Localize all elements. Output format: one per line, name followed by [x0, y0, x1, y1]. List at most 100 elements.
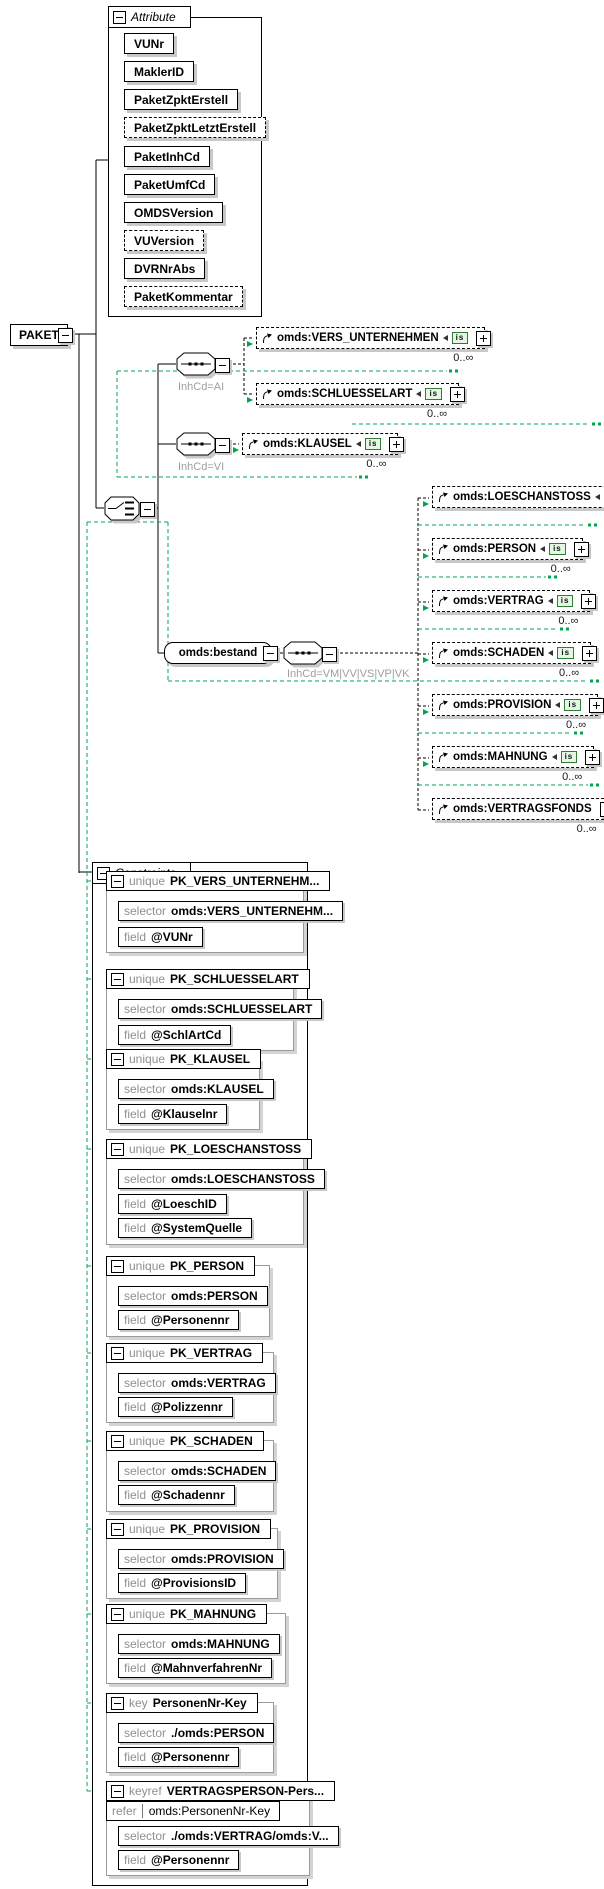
sequence-icon[interactable]	[176, 432, 216, 456]
collapse-icon[interactable]	[111, 1696, 124, 1710]
collapse-icon[interactable]	[111, 972, 124, 986]
collapse-icon[interactable]	[111, 1346, 124, 1360]
sequence-icon[interactable]	[176, 352, 216, 376]
attribute-MaklerID[interactable]: MaklerID	[124, 61, 195, 82]
expand-icon[interactable]	[582, 646, 598, 661]
occurrence-label: 0..∞	[366, 458, 387, 470]
attribute-DVRNrAbs[interactable]: DVRNrAbs	[124, 258, 206, 279]
constraint-field-row[interactable]: field@Personennr	[118, 1747, 240, 1767]
expand-icon[interactable]	[599, 802, 604, 817]
constraint-field-row[interactable]: field@Polizzennr	[118, 1397, 233, 1417]
collapse-icon[interactable]	[140, 502, 155, 517]
element-bestand[interactable]: omds:bestand	[164, 642, 278, 664]
constraint-field-row[interactable]: field@MahnverfahrenNr	[118, 1658, 273, 1678]
row-keyword: field	[124, 1853, 147, 1867]
attribute-OMDSVersion[interactable]: OMDSVersion	[124, 202, 224, 223]
expand-icon[interactable]	[573, 542, 589, 557]
attribute-PaketKommentar[interactable]: PaketKommentar	[124, 286, 243, 307]
substitution-arrow-icon	[423, 553, 429, 559]
constraint-selector-row[interactable]: selector./omds:VERTRAG/omds:V...	[118, 1826, 339, 1846]
reference-arrow-icon	[249, 439, 258, 450]
collapse-icon[interactable]	[215, 358, 230, 373]
is-badge: is	[425, 388, 443, 400]
constraint-field-row[interactable]: field @Personennr	[118, 1850, 240, 1870]
constraint-field-row[interactable]: field@Schadennr	[118, 1485, 235, 1505]
attribute-PaketInhCd[interactable]: PaketInhCd	[124, 146, 211, 167]
occurrence-label: 0..∞	[427, 408, 448, 420]
constraint-field-row[interactable]: field@Personennr	[118, 1310, 240, 1330]
collapse-icon[interactable]	[111, 1607, 124, 1621]
root-element-paket[interactable]: PAKET	[10, 324, 68, 346]
attribute-PaketZpktErstell[interactable]: PaketZpktErstell	[124, 89, 239, 110]
expand-icon[interactable]	[581, 594, 597, 609]
expand-icon[interactable]	[450, 387, 466, 402]
choice-icon[interactable]	[104, 496, 140, 521]
constraint-name: PK_VERS_UNTERNEHM...	[170, 874, 320, 888]
attribute-PaketUmfCd[interactable]: PaketUmfCd	[124, 174, 216, 195]
constraint-field-row[interactable]: field@SchlArtCd	[118, 1025, 232, 1045]
constraint-field-row[interactable]: field@Klauselnr	[118, 1104, 228, 1124]
collapse-icon[interactable]	[111, 1434, 124, 1448]
collapse-icon[interactable]	[111, 1142, 124, 1156]
collapse-icon[interactable]	[322, 647, 337, 662]
expand-icon[interactable]	[585, 750, 601, 765]
element-ref-vertragsfonds[interactable]: omds:VERTRAGSFONDS 0..∞	[432, 798, 604, 835]
row-value: omds:PROVISION	[171, 1552, 274, 1566]
collapse-icon[interactable]	[111, 874, 124, 888]
collapse-icon[interactable]	[111, 1052, 124, 1066]
element-ref-loeschanstoss[interactable]: omds:LOESCHANSTOSSis 0..∞	[432, 486, 604, 523]
expand-icon[interactable]	[389, 437, 405, 452]
row-value: @Personennr	[151, 1853, 230, 1867]
collapse-icon[interactable]	[111, 1259, 124, 1273]
collapse-icon[interactable]	[111, 1784, 124, 1798]
attribute-PaketZpktLetztErstell[interactable]: PaketZpktLetztErstell	[124, 117, 267, 138]
constraint-selector-row[interactable]: selector./omds:PERSON	[118, 1723, 275, 1743]
constraint-field-row[interactable]: field@VUNr	[118, 927, 203, 947]
attribute-panel-tab[interactable]: Attribute	[108, 6, 191, 28]
sequence-icon[interactable]	[283, 641, 323, 665]
attribute-VUNr[interactable]: VUNr	[124, 33, 175, 54]
constraint-field-row[interactable]: field@LoeschID	[118, 1194, 227, 1214]
constraint-field-row[interactable]: field@SystemQuelle	[118, 1218, 253, 1238]
collapse-icon[interactable]	[215, 438, 230, 453]
constraint-field-row[interactable]: field@ProvisionsID	[118, 1573, 247, 1593]
collapse-icon[interactable]	[113, 10, 126, 24]
collapse-icon[interactable]	[263, 646, 278, 661]
expand-icon[interactable]	[476, 331, 492, 346]
expand-icon[interactable]	[589, 698, 604, 713]
collapse-icon[interactable]	[58, 328, 73, 343]
element-name: omds:VERTRAG	[453, 595, 544, 607]
row-keyword: field	[124, 1661, 147, 1675]
attribute-VUVersion[interactable]: VUVersion	[124, 230, 205, 251]
collapse-icon[interactable]	[111, 1522, 124, 1536]
